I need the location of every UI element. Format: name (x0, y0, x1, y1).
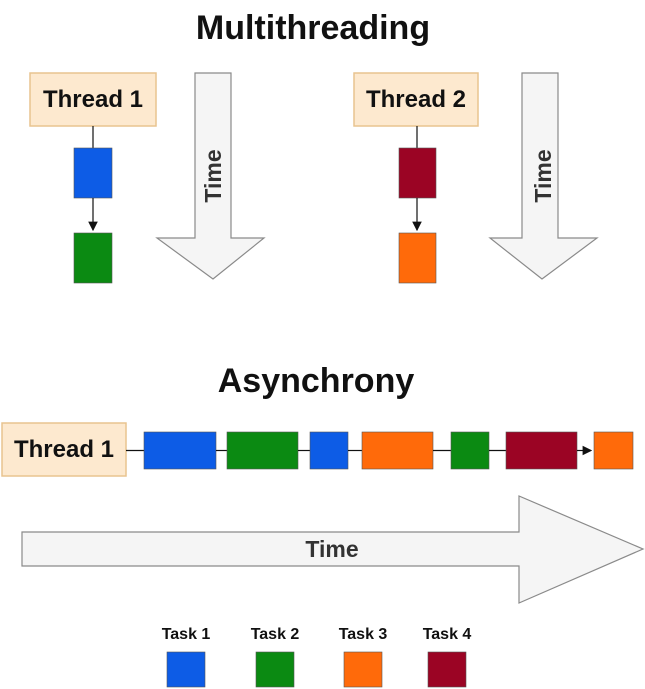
async-task-block (143, 431, 217, 470)
time-arrow-right: Time (21, 495, 645, 604)
legend-label: Task 2 (251, 626, 300, 643)
thread1-task-2 (73, 232, 113, 284)
thread2-task-1 (398, 147, 437, 199)
time-arrow-down-2-shape (488, 72, 599, 280)
async-task-block (361, 431, 434, 470)
time-arrow-down-2: Time (488, 72, 599, 280)
time-arrow-down-1: Time (155, 72, 266, 280)
async-row: Thread 1 (1, 422, 634, 477)
thread1-column: Thread 1 (29, 72, 157, 284)
multithreading-title: Multithreading (196, 9, 430, 47)
thread2-task-2 (398, 232, 437, 284)
thread1-box (29, 72, 157, 127)
legend-label: Task 4 (423, 626, 472, 643)
time-arrow-right-shape (21, 495, 645, 604)
thread1-task-1 (73, 147, 113, 199)
time-arrow-down-1-label: Time (200, 149, 226, 202)
legend-swatch (255, 651, 295, 688)
async-task-block (309, 431, 349, 470)
async-thread-label: Thread 1 (14, 436, 114, 463)
legend-swatch (166, 651, 206, 688)
thread2-label: Thread 2 (366, 86, 466, 113)
time-arrow-down-1-shape (155, 72, 266, 280)
thread1-label: Thread 1 (43, 86, 143, 113)
thread2-column: Thread 2 (353, 72, 479, 284)
async-task-block (593, 431, 634, 470)
async-task-block (226, 431, 299, 470)
time-arrow-down-2-label: Time (530, 149, 556, 202)
legend-label: Task 1 (162, 626, 211, 643)
async-task-block (505, 431, 578, 470)
async-task-block (450, 431, 490, 470)
asynchrony-title: Asynchrony (218, 362, 415, 400)
thread2-box (353, 72, 479, 127)
legend-swatch (427, 651, 467, 688)
legend-label: Task 3 (339, 626, 388, 643)
async-thread-box (1, 422, 127, 477)
time-arrow-right-label: Time (305, 536, 358, 562)
async-task-sequence (126, 431, 634, 470)
legend-swatch (343, 651, 383, 688)
legend: Task 1 Task 2 Task 3 Task 4 (162, 626, 472, 688)
